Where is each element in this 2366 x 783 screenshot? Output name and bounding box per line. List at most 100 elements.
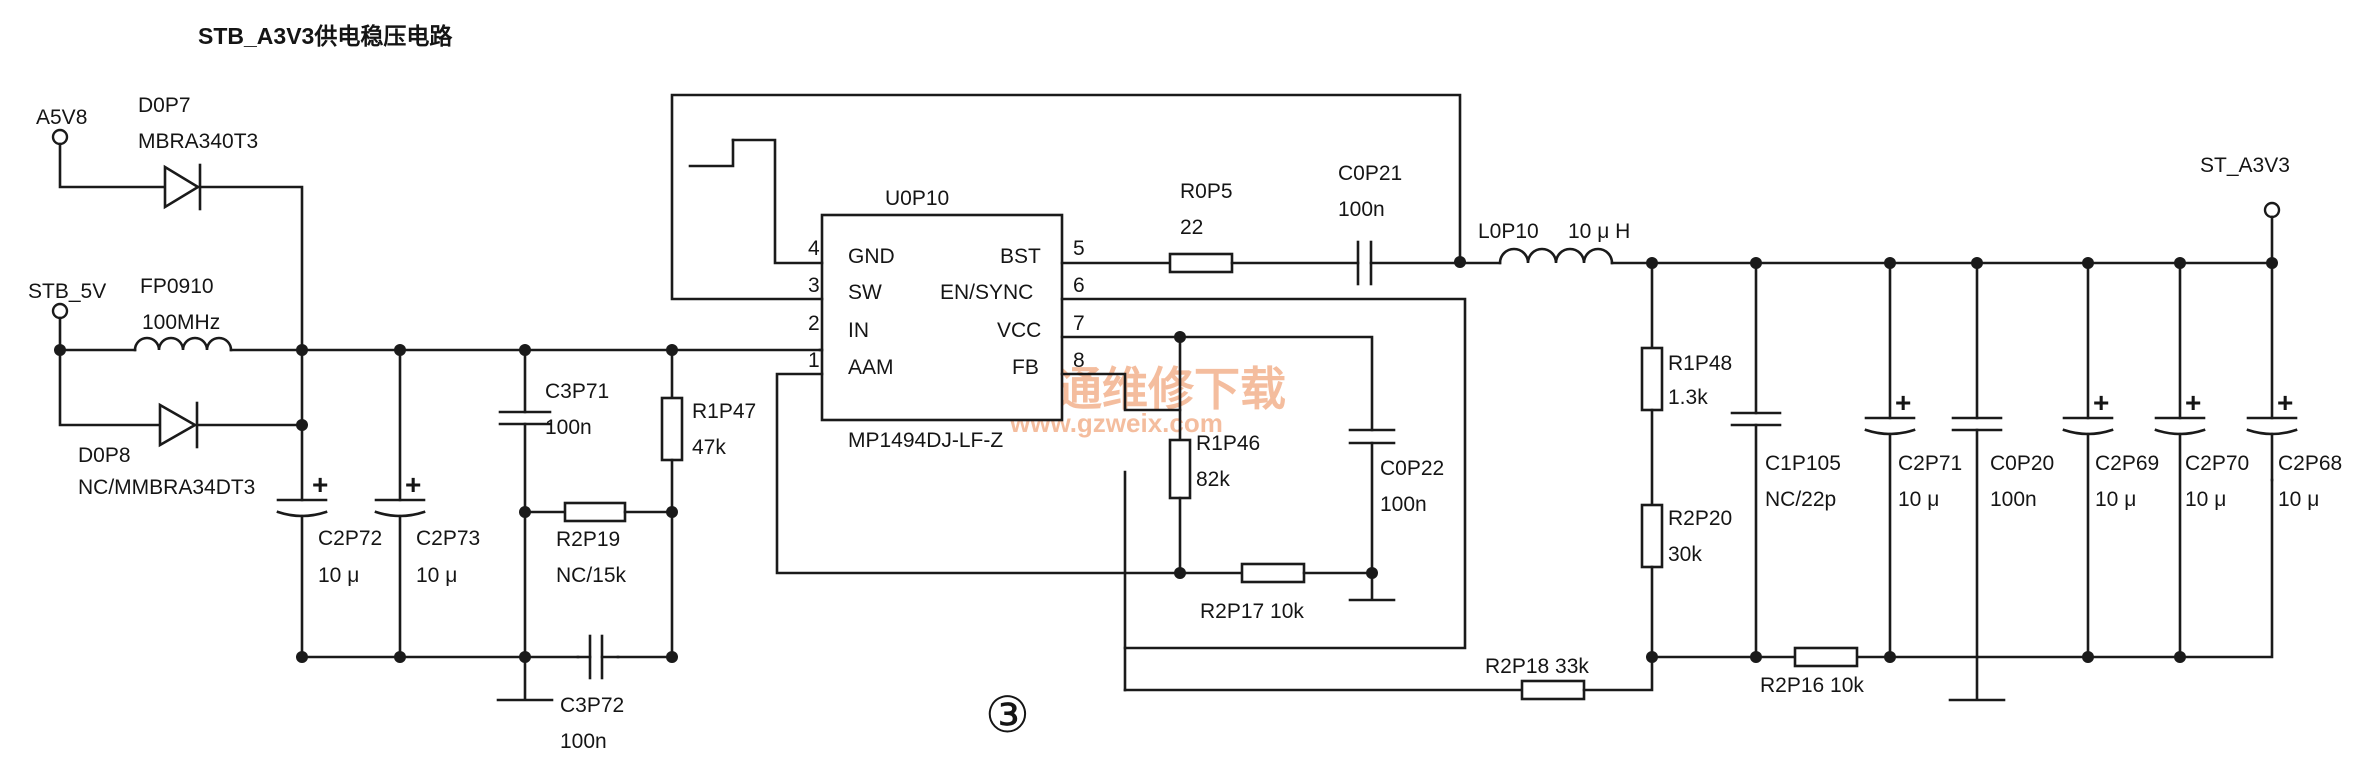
pin-gnd: GND	[848, 245, 895, 268]
c2p73-polarity: +	[405, 469, 421, 500]
c2p72-ref: C2P72	[318, 527, 382, 550]
resistor-r0p5: R0P5 22	[1168, 180, 1234, 274]
c2p71-polarity: +	[1895, 387, 1911, 418]
pin-in: IN	[848, 319, 869, 342]
resistor-r2p18: R2P18 33k	[1485, 655, 1589, 701]
capacitor-c0p22: C0P22 100n	[1348, 428, 1444, 516]
capacitor-c3p72: C3P72 100n	[560, 634, 624, 753]
fp0910-ref: FP0910	[140, 275, 214, 298]
capacitor-c0p20: C0P20 100n	[1948, 261, 2054, 702]
d0p7-value: MBRA340T3	[138, 130, 258, 153]
resistor-r1p46: R1P46 82k	[1168, 432, 1260, 500]
c2p73-value: 10 μ	[416, 564, 457, 587]
resistor-r2p19: R2P19 NC/15k	[523, 501, 674, 587]
st-a3v3-terminal: ST_A3V3	[2200, 154, 2290, 265]
stb5v-terminal: STB_5V	[28, 280, 106, 320]
pin-num-7: 7	[1073, 312, 1085, 335]
pin-aam: AAM	[848, 356, 894, 379]
c2p71-value: 10 μ	[1898, 488, 1939, 511]
d0p8-value: NC/MMBRA34DT3	[78, 476, 255, 499]
junctions-input	[54, 344, 678, 663]
c2p70-value: 10 μ	[2185, 488, 2226, 511]
c1p105-ref: C1P105	[1765, 452, 1841, 475]
c3p72-ref: C3P72	[560, 694, 624, 717]
l0p10-ref: L0P10	[1478, 220, 1539, 243]
r1p46-value: 82k	[1196, 468, 1230, 491]
c3p72-value: 100n	[560, 730, 607, 753]
pin-num-4: 4	[808, 237, 820, 260]
capacitor-c3p71: C3P71 100n	[498, 348, 609, 659]
capacitor-c1p105: C1P105 NC/22p	[1730, 261, 1841, 659]
pin-num-2: 2	[808, 312, 820, 335]
c2p68-ref: C2P68	[2278, 452, 2342, 475]
r2p20-ref: R2P20	[1668, 507, 1732, 530]
c1p105-value: NC/22p	[1765, 488, 1836, 511]
ic-part: MP1494DJ-LF-Z	[848, 429, 1003, 452]
r2p20-value: 30k	[1668, 543, 1702, 566]
diode-d0p8: D0P8 NC/MMBRA34DT3	[78, 401, 255, 499]
resistor-r1p48: R1P48 1.3k	[1640, 346, 1732, 412]
a5v8-terminal: A5V8	[36, 106, 87, 146]
r2p19-value: NC/15k	[556, 564, 627, 587]
fp0910-value: 100MHz	[142, 311, 220, 334]
c3p71-ref: C3P71	[545, 380, 609, 403]
junctions-ic	[1174, 256, 1466, 579]
stb5v-label: STB_5V	[28, 280, 106, 303]
r1p48-value: 1.3k	[1668, 386, 1708, 409]
pin-num-1: 1	[808, 349, 820, 372]
figure-marker: ③	[985, 686, 1030, 744]
c2p72-polarity: +	[312, 469, 328, 500]
junctions-output	[1646, 257, 2278, 663]
resistor-r2p16: R2P16 10k	[1760, 646, 1864, 697]
capacitor-c2p69: + C2P69 10 μ	[2062, 261, 2159, 659]
r1p47-value: 47k	[692, 436, 726, 459]
capacitor-c2p71: + C2P71 10 μ	[1864, 261, 1962, 659]
c0p22-value: 100n	[1380, 493, 1427, 516]
c2p70-ref: C2P70	[2185, 452, 2249, 475]
pin-num-5: 5	[1073, 237, 1085, 260]
c3p71-value: 100n	[545, 416, 592, 439]
c2p69-polarity: +	[2093, 387, 2109, 418]
r1p48-ref: R1P48	[1668, 352, 1732, 375]
c0p22-ref: C0P22	[1380, 457, 1444, 480]
c2p69-value: 10 μ	[2095, 488, 2136, 511]
pin-sw: SW	[848, 281, 882, 304]
pin-num-8: 8	[1073, 349, 1085, 372]
pin-en-sync: EN/SYNC	[940, 281, 1033, 304]
capacitor-c2p73: + C2P73 10 μ	[374, 348, 480, 659]
pin-vcc: VCC	[997, 319, 1041, 342]
ic-u0p10: U0P10 MP1494DJ-LF-Z GND SW IN AAM BST EN…	[808, 187, 1085, 452]
diagram-title: STB_A3V3供电稳压电路	[198, 23, 453, 49]
capacitor-c2p70: + C2P70 10 μ	[2154, 261, 2249, 659]
c0p20-ref: C0P20	[1990, 452, 2054, 475]
pin-bst: BST	[1000, 245, 1041, 268]
capacitor-c2p72: + C2P72 10 μ	[276, 348, 382, 659]
c2p69-ref: C2P69	[2095, 452, 2159, 475]
capacitor-c0p21: C0P21 100n	[1338, 162, 1402, 286]
c2p68-value: 10 μ	[2278, 488, 2319, 511]
r2p19-ref: R2P19	[556, 528, 620, 551]
pin-num-3: 3	[808, 274, 820, 297]
c0p21-ref: C0P21	[1338, 162, 1402, 185]
d0p8-ref: D0P8	[78, 444, 131, 467]
pin-num-6: 6	[1073, 274, 1085, 297]
c2p72-value: 10 μ	[318, 564, 359, 587]
resistor-r1p47: R1P47 47k	[660, 348, 756, 659]
l0p10-value: 10 μ H	[1568, 220, 1630, 243]
resistor-r2p17: R2P17 10k	[1200, 562, 1306, 623]
c2p70-polarity: +	[2185, 387, 2201, 418]
r0p5-value: 22	[1180, 216, 1203, 239]
r2p16-label: R2P16 10k	[1760, 674, 1864, 697]
st-a3v3-label: ST_A3V3	[2200, 154, 2290, 177]
r2p18-label: R2P18 33k	[1485, 655, 1589, 678]
c2p71-ref: C2P71	[1898, 452, 1962, 475]
c0p21-value: 100n	[1338, 198, 1385, 221]
c0p20-value: 100n	[1990, 488, 2037, 511]
pin-fb: FB	[1012, 356, 1039, 379]
r0p5-ref: R0P5	[1180, 180, 1233, 203]
r1p47-ref: R1P47	[692, 400, 756, 423]
diode-d0p7: D0P7 MBRA340T3	[138, 94, 258, 211]
resistor-r2p20: R2P20 30k	[1640, 503, 1732, 569]
a5v8-label: A5V8	[36, 106, 87, 129]
